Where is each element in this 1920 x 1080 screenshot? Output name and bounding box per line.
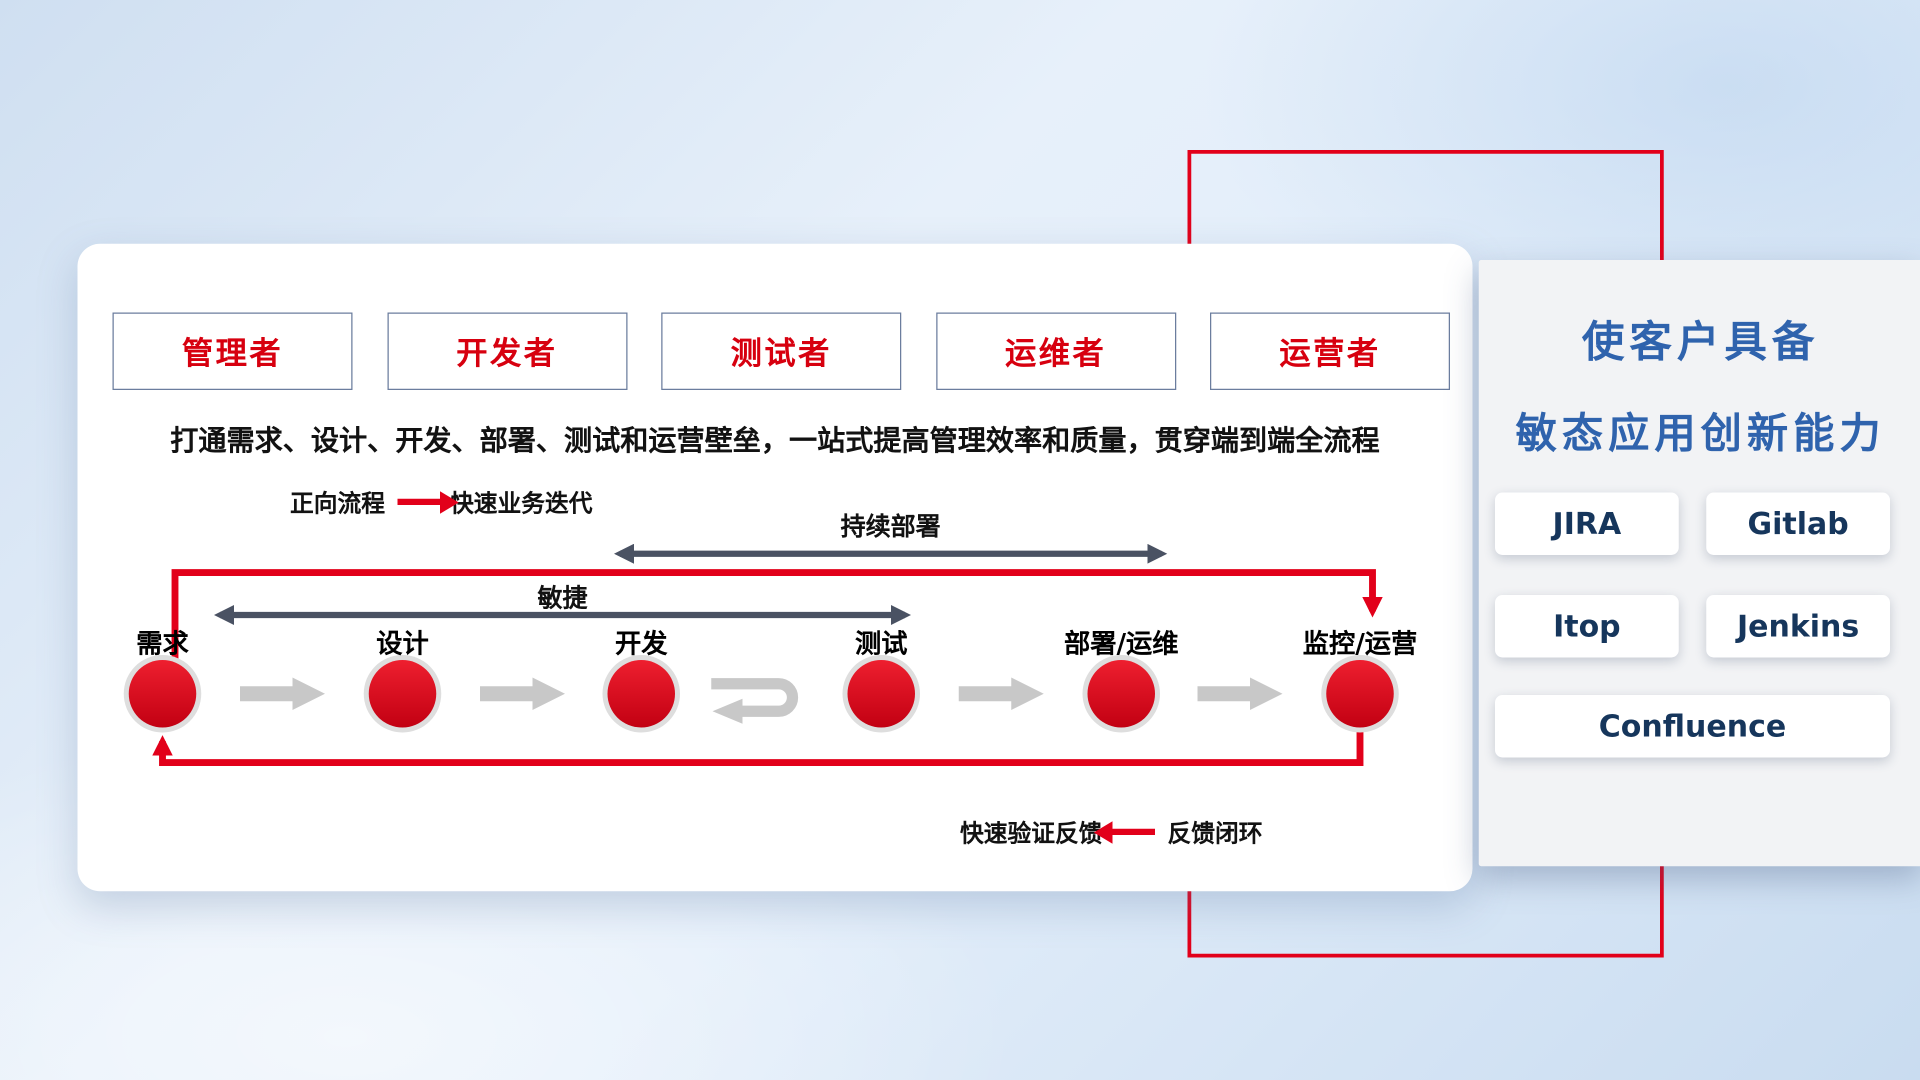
continuous-deploy-label: 持续部署: [840, 511, 941, 542]
tool-box-itop: Itop: [1495, 595, 1679, 658]
forward-arrow-icon: [397, 490, 459, 514]
node-circle-requirements: [128, 660, 197, 728]
feedback-legend-desc: 快速验证反馈: [960, 820, 1103, 848]
node-circle-develop: [607, 660, 675, 728]
iterate-loop-arrowhead: [712, 698, 743, 724]
forward-legend-label: 正向流程: [290, 490, 386, 518]
role-label: 开发者: [456, 335, 558, 372]
feedback-legend-label: 反馈闭环: [1167, 820, 1263, 848]
tool-label: JIRA: [1552, 506, 1622, 542]
role-box-operator: 运营者: [1210, 312, 1450, 390]
step-arrow-4: [958, 677, 1044, 710]
subtitle: 打通需求、设计、开发、部署、测试和运营壁垒，一站式提高管理效率和质量，贯穿端到端…: [170, 425, 1380, 458]
tool-label: Jenkins: [1736, 608, 1860, 644]
role-box-tester: 测试者: [661, 312, 902, 390]
step-arrow-5: [1197, 677, 1283, 710]
tool-label: Itop: [1553, 608, 1621, 644]
node-circle-deploy-ops: [1087, 660, 1155, 728]
role-label: 管理者: [181, 335, 284, 372]
node-label-requirements: 需求: [136, 628, 189, 659]
node-label-test: 测试: [855, 628, 908, 659]
tool-label: Confluence: [1598, 708, 1787, 744]
tool-box-jenkins: Jenkins: [1706, 595, 1890, 658]
capability-title-line2: 敏态应用创新能力: [1515, 408, 1886, 458]
role-box-manager: 管理者: [112, 312, 353, 390]
flow-node-circles: [123, 655, 1399, 733]
forward-legend: 正向流程 快速业务迭代: [290, 485, 593, 519]
step-arrow-2: [480, 677, 565, 710]
tool-box-jira: JIRA: [1495, 492, 1679, 555]
role-row: 管理者 开发者 测试者 运维者 运营者: [112, 312, 1450, 390]
tool-label: Gitlab: [1747, 506, 1849, 542]
node-label-design: 设计: [376, 628, 429, 659]
feedback-loop-line: [152, 731, 1364, 766]
feedback-legend: 快速验证反馈 反馈闭环: [960, 815, 1263, 849]
role-box-developer: 开发者: [386, 312, 627, 390]
role-label: 运维者: [1004, 335, 1107, 372]
feedback-arrow-icon: [1093, 820, 1156, 844]
capability-title-line1: 使客户具备: [1581, 317, 1820, 368]
flow-diagram-svg: [123, 543, 1399, 766]
node-label-deploy-ops: 部署/运维: [1063, 628, 1179, 659]
node-label-develop: 开发: [615, 628, 668, 659]
iterate-loop-arrow: [711, 678, 799, 717]
step-arrow-1: [240, 677, 325, 710]
node-label-monitor-ops: 监控/运营: [1302, 628, 1418, 659]
role-label: 运营者: [1279, 335, 1381, 372]
tool-box-gitlab: Gitlab: [1706, 492, 1890, 555]
node-circle-monitor-ops: [1326, 660, 1394, 728]
node-circle-design: [368, 660, 437, 728]
node-circle-test: [847, 660, 915, 728]
devops-flow-panel: 管理者 开发者 测试者 运维者 运营者 打通需求、设计、开发、部署、测试和运营壁…: [77, 243, 1473, 892]
capability-panel: 使客户具备 敏态应用创新能力 JIRA Gitlab Itop Jenkins …: [1478, 260, 1920, 867]
forward-legend-desc: 快速业务迭代: [450, 490, 593, 518]
tool-box-confluence: Confluence: [1495, 695, 1890, 758]
forward-loop-line: [171, 569, 1383, 662]
role-label: 测试者: [730, 335, 832, 372]
role-box-ops: 运维者: [935, 312, 1176, 390]
